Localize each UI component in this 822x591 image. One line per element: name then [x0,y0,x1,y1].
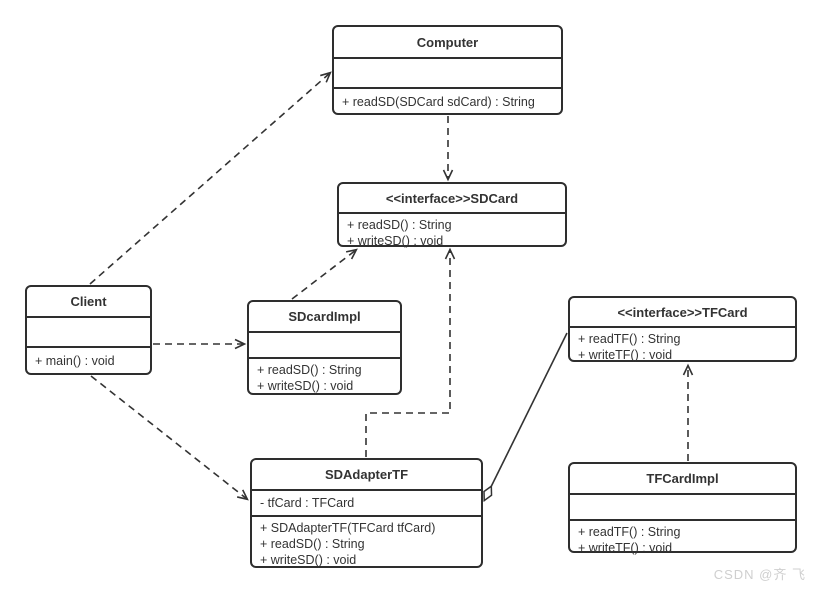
class-sdcardimpl: SDcardImpl + readSD() : String + writeSD… [247,300,402,395]
method: + SDAdapterTF(TFCard tfCard) [260,521,436,535]
method: + readTF() : String [578,525,681,539]
class-sdcardimpl-attributes [249,331,400,357]
class-sdadaptertf-methods: + SDAdapterTF(TFCard tfCard) + readSD() … [252,515,481,568]
interface-tfcard-methods: + readTF() : String + writeTF() : void [570,326,795,363]
class-computer-methods: + readSD(SDCard sdCard) : String [334,87,561,113]
method: + writeTF() : void [578,541,673,555]
interface-sdcard-name: <<interface>>SDCard [385,190,519,206]
class-sdadaptertf-name: SDAdapterTF [324,467,409,482]
method: + readSD() : String [260,537,365,551]
interface-sdcard-methods: + readSD() : String + writeSD() : void [339,212,565,249]
aggregation-sdadaptertf-to-tfcard [483,332,568,502]
attribute: - tfCard : TFCard [260,496,355,510]
class-sdcardimpl-methods: + readSD() : String + writeSD() : void [249,357,400,394]
class-client-name: Client [70,294,107,309]
method: + readSD() : String [257,363,362,377]
class-tfcardimpl-name: TFCardImpl [646,471,719,486]
class-computer-attributes [334,57,561,87]
method: + writeSD() : void [347,234,444,248]
method: + writeTF() : void [578,348,673,362]
class-client: Client + main() : void [25,285,152,375]
realization-sdcardimpl-to-sdcard [291,248,358,300]
method: + readSD(SDCard sdCard) : String [342,95,535,109]
method: + writeSD() : void [257,379,354,393]
class-sdcardimpl-name: SDcardImpl [288,309,361,324]
interface-tfcard-name: <<interface>>TFCard [617,304,748,320]
dependency-client-to-computer [89,71,332,285]
class-client-attributes [27,316,150,346]
class-computer-name: Computer [416,34,479,50]
class-tfcardimpl-attributes [570,493,795,519]
method: + readSD() : String [347,218,452,232]
class-client-methods: + main() : void [27,346,150,373]
class-computer: Computer + readSD(SDCard sdCard) : Strin… [332,25,563,115]
class-sdadaptertf-attributes: - tfCard : TFCard [252,489,481,515]
method: + main() : void [35,354,115,368]
watermark: CSDN @齐 飞 [713,567,806,582]
interface-sdcard: <<interface>>SDCard + readSD() : String … [337,182,567,249]
method: + writeSD() : void [260,553,357,567]
class-tfcardimpl-methods: + readTF() : String + writeTF() : void [570,519,795,556]
class-sdadaptertf: SDAdapterTF - tfCard : TFCard + SDAdapte… [250,458,483,568]
dependency-client-to-sdadaptertf [90,375,249,501]
method: + readTF() : String [578,332,681,346]
class-tfcardimpl: TFCardImpl + readTF() : String + writeTF… [568,462,797,556]
interface-tfcard: <<interface>>TFCard + readTF() : String … [568,296,797,362]
